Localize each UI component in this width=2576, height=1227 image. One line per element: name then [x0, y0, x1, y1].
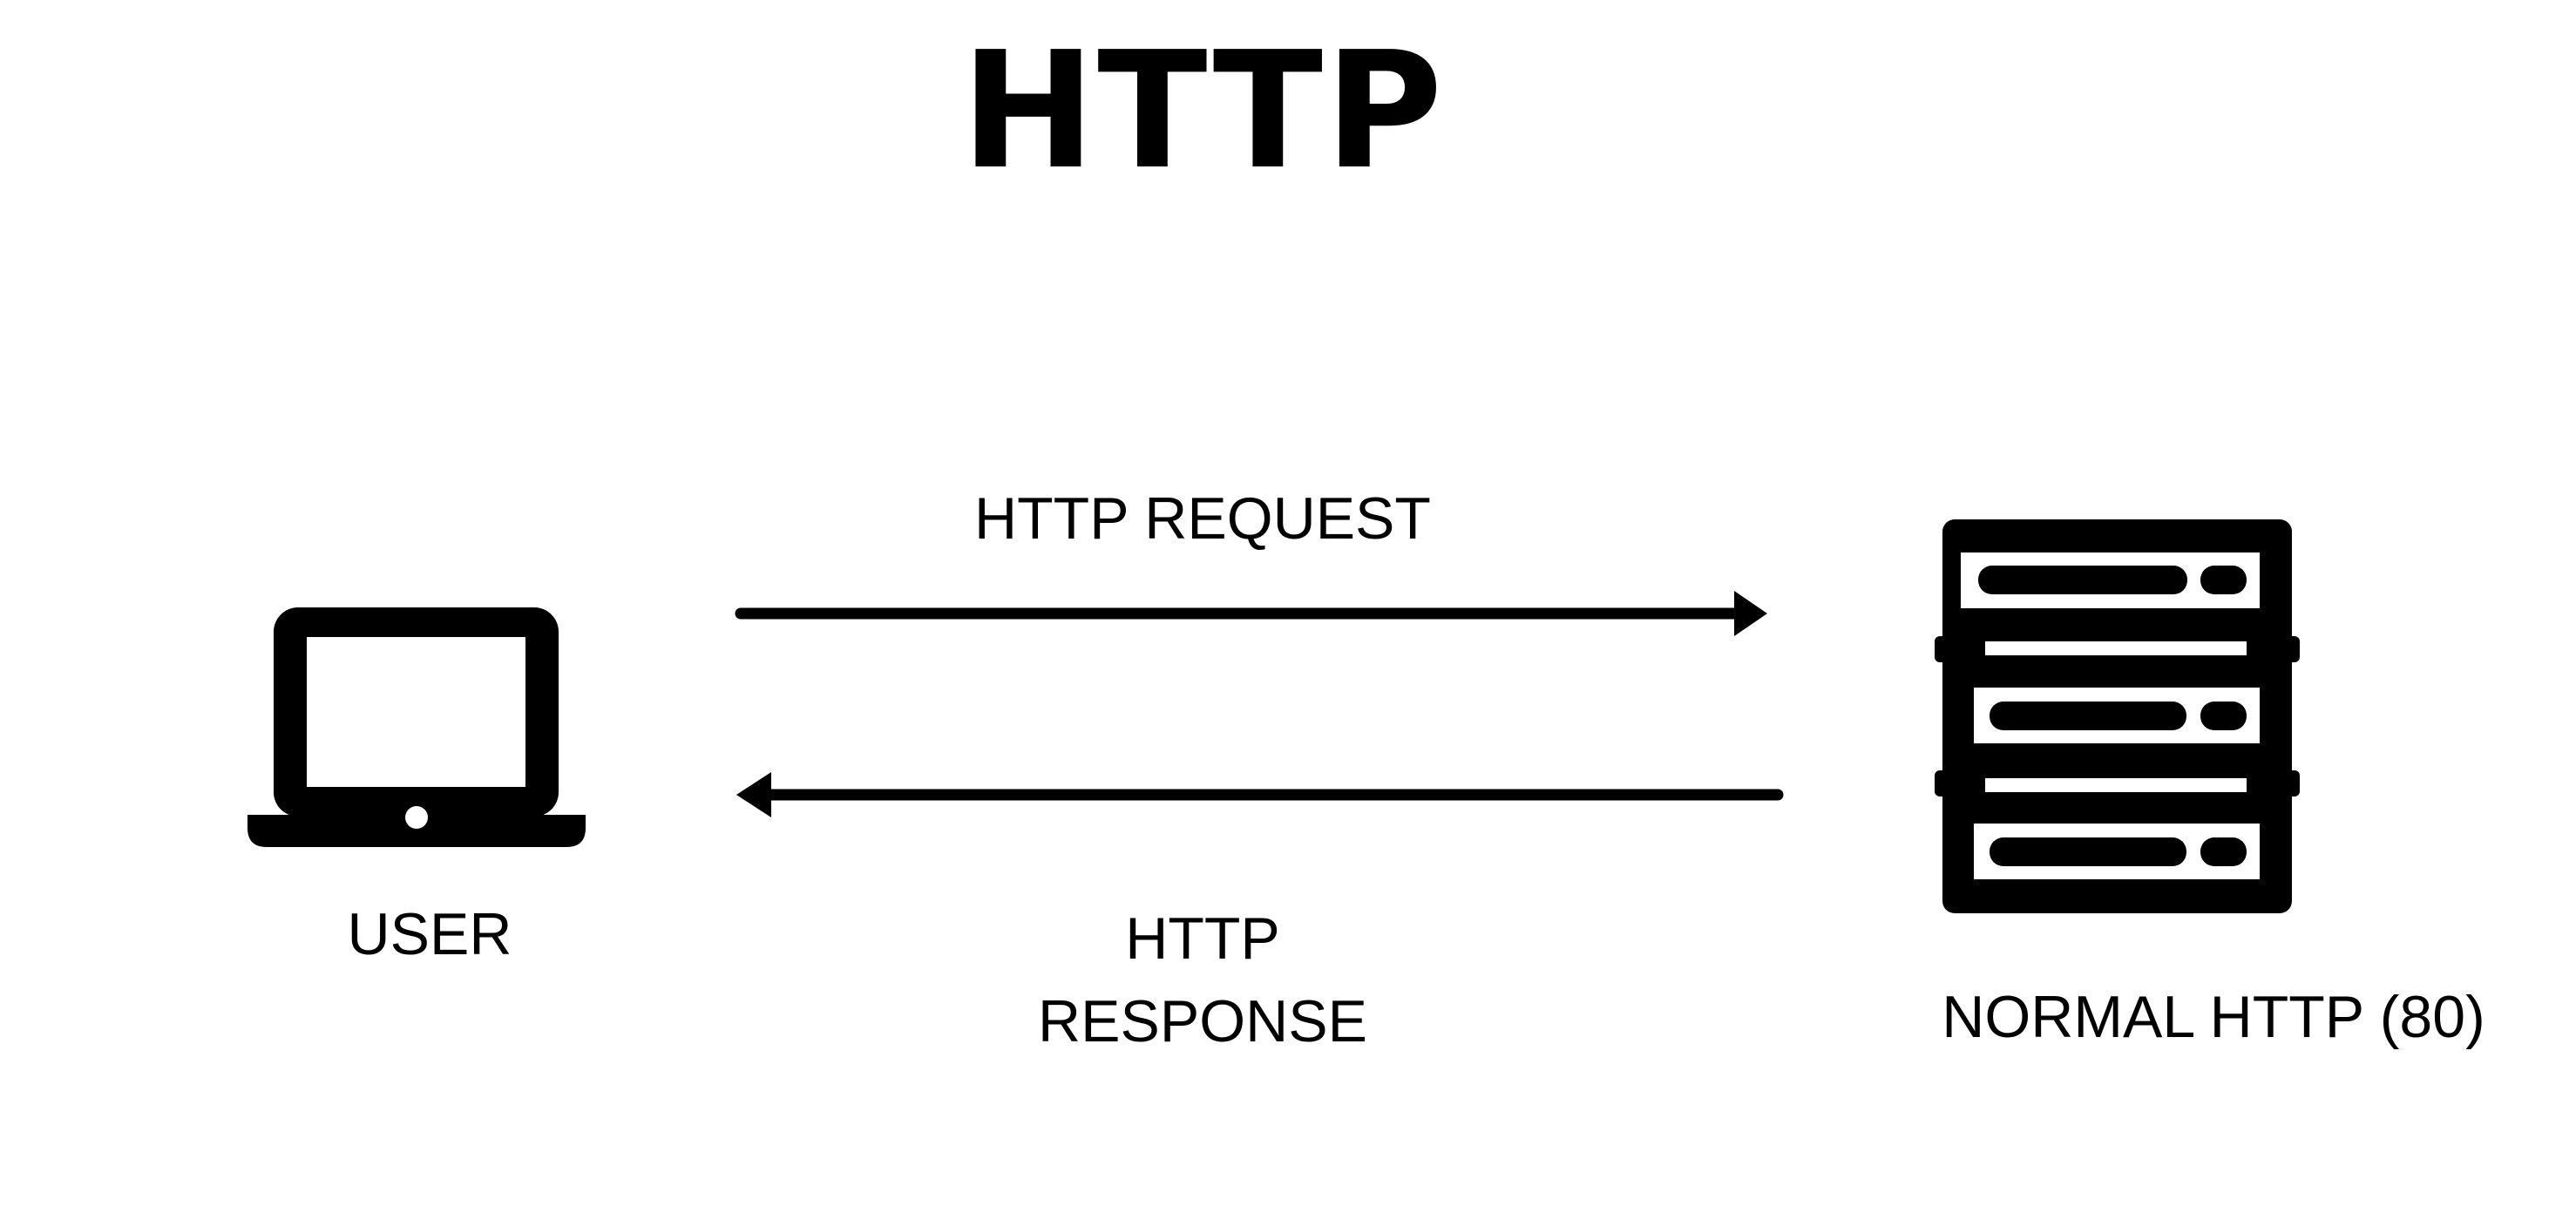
response-label-line1: HTTP: [1125, 905, 1280, 972]
request-label: HTTP REQUEST: [974, 485, 1431, 552]
diagram-title: HTTP: [960, 17, 1445, 205]
request-arrow: [735, 591, 1767, 636]
response-arrow: [736, 772, 1784, 817]
server-label: NORMAL HTTP (80): [1942, 984, 2485, 1050]
response-label-line2: RESPONSE: [1038, 988, 1367, 1055]
response-label: HTTP RESPONSE: [1038, 898, 1367, 1063]
server-rack-icon: [1935, 519, 2300, 913]
laptop-icon: [247, 607, 586, 847]
user-label: USER: [347, 901, 512, 967]
